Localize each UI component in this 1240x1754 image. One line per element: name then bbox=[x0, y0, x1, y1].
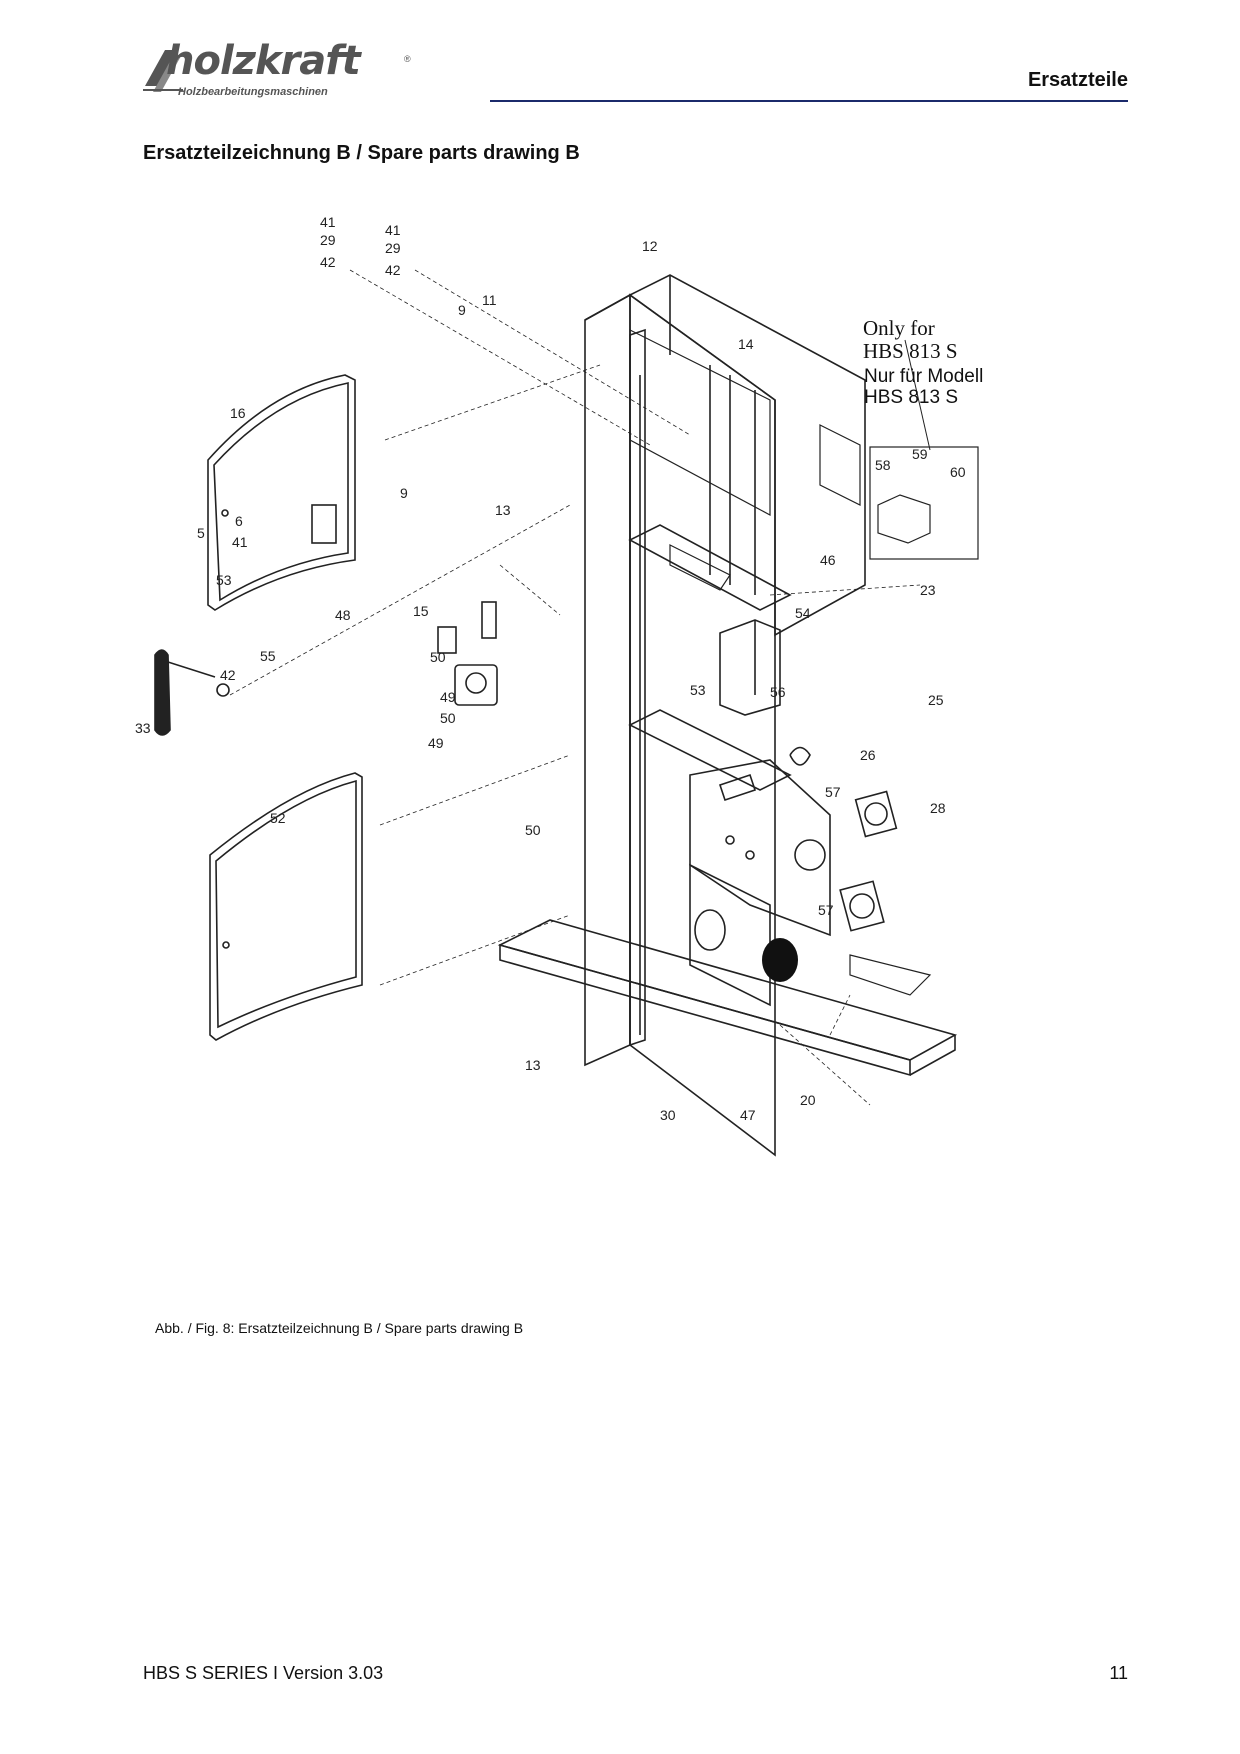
logo-subtitle: Holzbearbeitungsmaschinen bbox=[178, 86, 328, 98]
part-label: 49 bbox=[428, 735, 444, 751]
handle-part bbox=[154, 649, 230, 736]
model-note-line3: Nur für Modell bbox=[864, 366, 983, 387]
dust-port-flanges bbox=[789, 746, 898, 932]
part-label: 9 bbox=[458, 302, 466, 318]
part-label: 15 bbox=[413, 603, 429, 619]
part-label: 42 bbox=[385, 262, 401, 278]
part-label: 50 bbox=[525, 822, 541, 838]
part-label: 41 bbox=[320, 215, 336, 230]
part-label: 41 bbox=[385, 222, 401, 238]
part-label: 58 bbox=[875, 457, 891, 473]
part-label: 13 bbox=[525, 1057, 541, 1073]
part-label: 14 bbox=[738, 336, 754, 352]
part-label: 53 bbox=[216, 572, 232, 588]
part-label: 48 bbox=[335, 607, 351, 623]
lower-door bbox=[209, 772, 363, 1041]
part-label: 23 bbox=[920, 582, 936, 598]
part-label: 42 bbox=[320, 254, 336, 270]
optional-module-box bbox=[869, 339, 979, 560]
model-note-line2: HBS 813 S bbox=[863, 339, 958, 363]
part-labels: 41 29 42 41 29 42 12 11 9 14 13 16 9 15 … bbox=[135, 215, 966, 1123]
header-divider bbox=[490, 100, 1128, 102]
part-label: 60 bbox=[950, 464, 966, 480]
part-label: 25 bbox=[928, 692, 944, 708]
part-label: 13 bbox=[495, 502, 511, 518]
page-title: Ersatzteilzeichnung B / Spare parts draw… bbox=[143, 142, 580, 164]
part-label: 57 bbox=[818, 902, 834, 918]
part-label: 56 bbox=[770, 684, 786, 700]
figure-caption: Abb. / Fig. 8: Ersatzteilzeichnung B / S… bbox=[155, 1320, 524, 1336]
part-label: 33 bbox=[135, 720, 151, 736]
part-label: 5 bbox=[197, 525, 205, 541]
part-label: 16 bbox=[230, 405, 246, 421]
spare-parts-drawing: 41 29 42 41 29 42 12 11 9 14 13 16 9 15 … bbox=[135, 215, 983, 1157]
leader-lines bbox=[229, 269, 921, 1106]
logo-registered-mark: ® bbox=[404, 54, 411, 64]
part-label: 50 bbox=[430, 649, 446, 665]
part-label: 11 bbox=[482, 292, 497, 308]
part-label: 50 bbox=[440, 710, 456, 726]
section-title: Ersatzteile bbox=[1027, 69, 1128, 91]
part-label: 57 bbox=[825, 784, 841, 800]
logo-slash-icon bbox=[143, 50, 183, 92]
part-label: 52 bbox=[270, 810, 286, 826]
model-note-line4: HBS 813 S bbox=[864, 387, 958, 408]
part-label: 29 bbox=[320, 232, 336, 248]
footer-version: HBS S SERIES I Version 3.03 bbox=[143, 1663, 384, 1683]
part-label: 28 bbox=[930, 800, 946, 816]
model-note-line1: Only for bbox=[863, 316, 935, 340]
electrical-box bbox=[719, 619, 781, 716]
part-label: 54 bbox=[795, 605, 811, 621]
part-label: 20 bbox=[800, 1092, 816, 1108]
part-label: 29 bbox=[385, 240, 401, 256]
part-label: 9 bbox=[400, 485, 408, 501]
upper-door bbox=[207, 374, 356, 611]
switch-box bbox=[437, 601, 498, 706]
main-frame bbox=[497, 274, 958, 1157]
part-label: 26 bbox=[860, 747, 876, 763]
part-label: 46 bbox=[820, 552, 836, 568]
part-label: 6 bbox=[235, 513, 243, 529]
part-label: 59 bbox=[912, 446, 928, 462]
logo-wordmark: holzkraft bbox=[166, 38, 361, 84]
part-label: 41 bbox=[232, 534, 248, 550]
part-label: 30 bbox=[660, 1107, 676, 1123]
part-label: 49 bbox=[440, 689, 456, 705]
part-label: 55 bbox=[260, 648, 276, 664]
part-label: 53 bbox=[690, 682, 706, 698]
part-label: 47 bbox=[740, 1107, 756, 1123]
page-number: 11 bbox=[1109, 1663, 1128, 1683]
part-label: 12 bbox=[642, 238, 658, 254]
part-label: 42 bbox=[220, 667, 236, 683]
